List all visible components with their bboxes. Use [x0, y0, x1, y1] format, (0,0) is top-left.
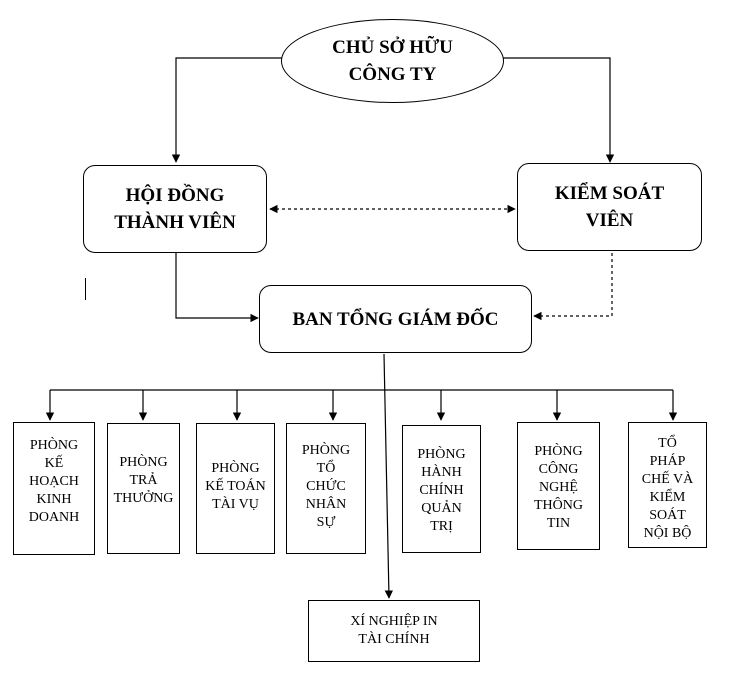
council-to-board-arrow: [175, 253, 259, 323]
dept-ke-toan-tai-vu: PHÒNG KẾ TOÁN TÀI VỤ: [196, 423, 275, 554]
factory-node: XÍ NGHIỆP IN TÀI CHÍNH: [308, 600, 480, 662]
dept-ke-hoach-kinh-doanh: PHÒNG KẾ HOẠCH KINH DOANH: [13, 422, 95, 555]
stray-line-mark: [85, 278, 86, 300]
dept-tra-thuong: PHÒNG TRẢ THƯỞNG: [107, 423, 180, 554]
council-node: HỘI ĐỒNG THÀNH VIÊN: [83, 165, 267, 253]
owner-node: CHỦ SỞ HỮU CÔNG TY: [281, 19, 504, 103]
dept-phap-che-kiem-soat: TỔ PHÁP CHẾ VÀ KIỂM SOÁT NỘI BỘ: [628, 422, 707, 548]
dept-hanh-chinh-quan-tri: PHÒNG HÀNH CHÍNH QUẢN TRỊ: [402, 425, 481, 553]
board-to-factory-arrow: [383, 353, 394, 599]
owner-to-council-arrow: [171, 57, 283, 163]
owner-to-controller-arrow: [497, 57, 615, 163]
controller-node: KIỂM SOÁT VIÊN: [517, 163, 702, 251]
controller-to-board-dashed-arrow: [533, 253, 613, 321]
dept-cong-nghe-thong-tin: PHÒNG CÔNG NGHỆ THÔNG TIN: [517, 422, 600, 550]
board-node: BAN TỔNG GIÁM ĐỐC: [259, 285, 532, 353]
dept-to-chuc-nhan-su: PHÒNG TỔ CHỨC NHÂN SỰ: [286, 423, 366, 554]
